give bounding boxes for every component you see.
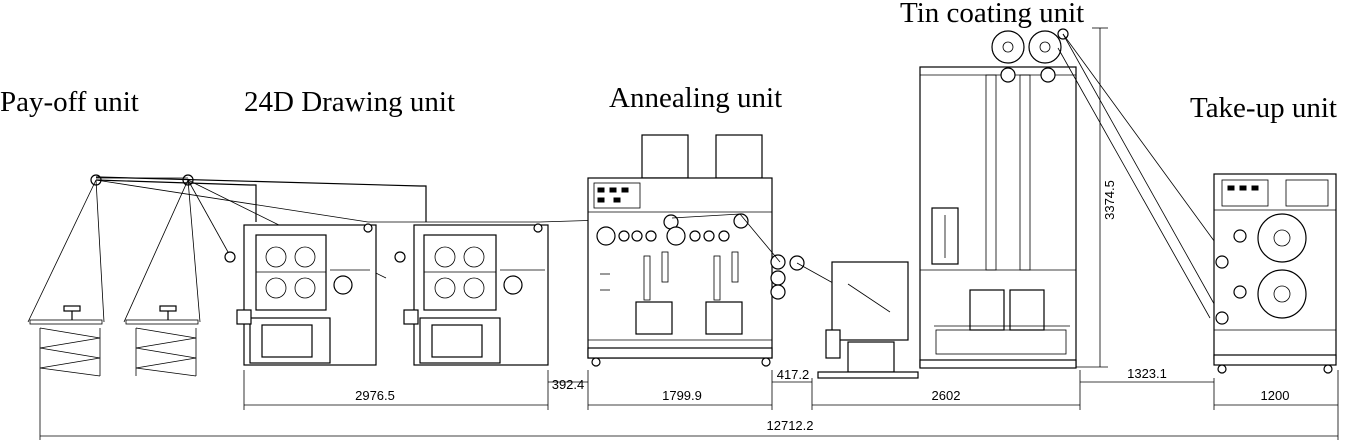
- dim-total-length: 12712.2: [767, 418, 814, 433]
- overhead-wire-guides: [95, 176, 669, 279]
- dim-gap-3: 1323.1: [1127, 366, 1167, 381]
- dim-tin-height: 3374.5: [1102, 180, 1117, 220]
- label-annealing-unit: Annealing unit: [609, 82, 782, 114]
- drawing-machine-1: [224, 223, 377, 366]
- drawing-machine-2: [394, 223, 549, 366]
- label-payoff-unit: Pay-off unit: [0, 86, 139, 118]
- label-drawing-unit: 24D Drawing unit: [244, 86, 455, 118]
- dim-drawing-width: 2976.5: [355, 388, 395, 403]
- tin-coating-unit: [817, 28, 1077, 379]
- dim-tin-width: 2602: [932, 388, 961, 403]
- dimension-lines: [39, 27, 1339, 440]
- label-takeup-unit: Take-up unit: [1190, 92, 1337, 124]
- dim-gap-1: 392.4: [552, 377, 585, 392]
- payoff-unit: [27, 174, 201, 377]
- dim-gap-2: 417.2: [777, 367, 810, 382]
- wire-to-takeup: [1057, 33, 1229, 319]
- label-tin-coating-unit: Tin coating unit: [900, 0, 1084, 29]
- dim-takeup-width: 1200: [1261, 388, 1290, 403]
- takeup-unit: [1213, 173, 1337, 374]
- annealing-unit: [587, 134, 805, 367]
- dim-annealing-width: 1799.9: [662, 388, 702, 403]
